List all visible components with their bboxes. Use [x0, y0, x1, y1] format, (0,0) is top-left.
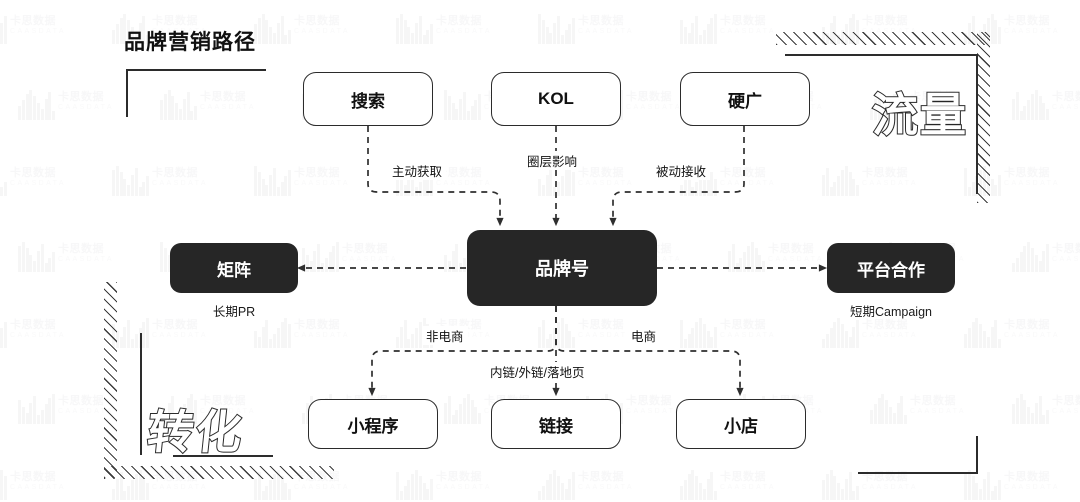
node-miniprogram-label: 小程序 — [347, 416, 399, 436]
node-link-label: 链接 — [539, 416, 573, 436]
edge-brand-to-shop — [555, 306, 744, 397]
edge-label-brand-to-shop: 电商 — [627, 326, 661, 345]
node-shop[interactable]: 小店 — [676, 399, 806, 449]
node-brand-hub[interactable]: 品牌号 — [467, 230, 657, 306]
node-kol-label: KOL — [538, 89, 574, 108]
node-hardad-label: 硬广 — [728, 91, 762, 111]
node-matrix-label: 矩阵 — [217, 260, 251, 280]
hatch-bottom-left-horizontal — [104, 466, 334, 479]
hatch-bottom-left-vertical — [104, 282, 117, 478]
frame-line-bottom-left-horizontal — [173, 455, 273, 457]
hatch-top-right-horizontal — [776, 32, 990, 45]
page-title: 品牌营销路径 — [124, 31, 256, 54]
node-search[interactable]: 搜索 — [303, 72, 433, 126]
node-platform[interactable]: 平台合作 — [827, 243, 955, 293]
edge-label-hardad-to-brand: 被动接收 — [652, 161, 711, 180]
bracket-bottom-right — [858, 436, 978, 474]
hatch-top-right-vertical — [977, 32, 990, 203]
edge-label-search-to-brand: 主动获取 — [388, 161, 447, 180]
node-platform-label: 平台合作 — [857, 260, 925, 280]
node-search-label: 搜索 — [351, 91, 385, 111]
edge-label-kol-to-brand: 圈层影响 — [523, 151, 582, 170]
node-kol[interactable]: KOL — [491, 72, 621, 126]
deco-text-traffic: 流量 — [871, 87, 968, 143]
node-miniprogram[interactable]: 小程序 — [308, 399, 438, 449]
node-matrix[interactable]: 矩阵 — [170, 243, 298, 293]
bracket-top-left — [126, 69, 266, 117]
edge-label-brand-to-miniprogram: 非电商 — [422, 326, 468, 345]
edge-brand-to-miniprogram — [368, 306, 557, 397]
node-brand-hub-label: 品牌号 — [535, 259, 589, 279]
node-link[interactable]: 链接 — [491, 399, 621, 449]
caption-matrix: 长期PR — [212, 305, 256, 319]
node-shop-label: 小店 — [724, 416, 758, 436]
caption-platform: 短期Campaign — [850, 305, 932, 319]
edge-label-brand-to-link: 内链/外链/落地页 — [486, 362, 589, 381]
node-hardad[interactable]: 硬广 — [680, 72, 810, 126]
frame-line-bottom-left-vertical — [140, 333, 142, 455]
frame-line-top-right-vertical — [976, 54, 978, 194]
frame-line-top-right-horizontal — [785, 54, 978, 56]
